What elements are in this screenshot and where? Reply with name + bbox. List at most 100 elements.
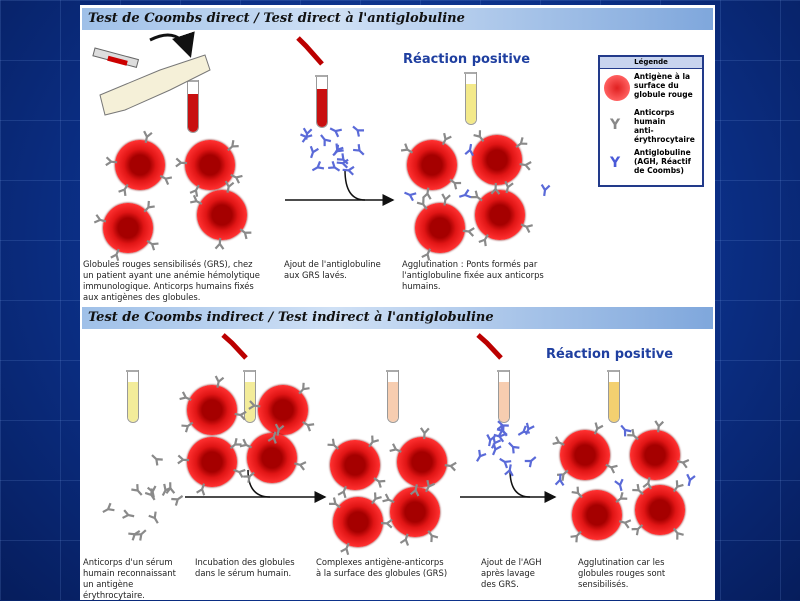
red-blood-cell bbox=[415, 203, 465, 253]
antiglobulin-legend-icon: Y bbox=[610, 155, 621, 171]
antibody-icon bbox=[239, 438, 253, 449]
antibody-icon bbox=[189, 184, 200, 197]
antibody-icon bbox=[234, 410, 247, 421]
antibody-icon bbox=[504, 180, 514, 194]
antigen-legend-icon bbox=[604, 75, 630, 101]
antiglobulin-icon bbox=[492, 442, 502, 456]
antibody-icon bbox=[618, 519, 632, 529]
antibody-icon bbox=[441, 193, 451, 206]
antibody-icon bbox=[294, 461, 307, 471]
red-blood-cell bbox=[187, 385, 237, 435]
curved-arrow-icon bbox=[149, 31, 195, 58]
antibody-icon bbox=[520, 223, 533, 233]
legend-box: Légende Antigène à la surface du globule… bbox=[598, 55, 704, 187]
antibody-icon bbox=[371, 492, 382, 505]
red-blood-cell bbox=[397, 437, 447, 487]
antibody-icon bbox=[400, 143, 414, 154]
direct-caption-1: Globules rouges sensibilisés (GRS), chez… bbox=[83, 259, 260, 302]
antibody-icon bbox=[143, 130, 153, 143]
antibody-icon bbox=[93, 214, 107, 224]
red-blood-cell bbox=[407, 140, 457, 190]
antibody-icon bbox=[151, 454, 163, 466]
antiglobulin-icon bbox=[614, 478, 624, 492]
legend-title: Légende bbox=[600, 57, 702, 69]
antibody-icon bbox=[631, 524, 644, 536]
antiglobulin-icon bbox=[309, 145, 319, 159]
antibody-icon bbox=[421, 248, 432, 261]
antiglobulin-icon bbox=[504, 464, 514, 477]
antiglobulin-icon bbox=[342, 165, 355, 176]
red-blood-cell bbox=[472, 135, 522, 185]
antibody-icon bbox=[239, 228, 252, 240]
test-tube bbox=[607, 370, 620, 423]
red-blood-cell bbox=[247, 433, 297, 483]
antiglobulin-icon bbox=[686, 473, 696, 487]
antibody-icon bbox=[302, 421, 315, 432]
antibody-icon bbox=[143, 200, 155, 213]
dropper-icon bbox=[221, 333, 248, 360]
antiglobulin-icon bbox=[490, 436, 502, 449]
antiglobulin-icon bbox=[352, 125, 365, 137]
antibody-icon bbox=[190, 194, 203, 205]
antibody-icon bbox=[490, 182, 501, 195]
antiglobulin-icon bbox=[336, 158, 349, 169]
antibody-icon bbox=[632, 483, 644, 496]
antibody-icon bbox=[676, 458, 690, 469]
antibody-icon bbox=[419, 427, 430, 440]
red-blood-cell bbox=[115, 140, 165, 190]
indirect-caption-3: Complexes antigène-anticorps à la surfac… bbox=[316, 557, 448, 578]
test-tube bbox=[497, 370, 510, 423]
test-tube bbox=[315, 75, 328, 128]
antibody-icon bbox=[473, 130, 485, 143]
antibody-icon bbox=[128, 530, 141, 541]
antibody-icon bbox=[672, 480, 684, 493]
antibody-icon bbox=[159, 174, 173, 185]
antibody-icon bbox=[425, 479, 436, 493]
antibody-icon bbox=[267, 431, 277, 444]
antibody-legend-icon: Y bbox=[610, 117, 621, 133]
antiglobulin-icon bbox=[524, 456, 537, 468]
antibody-icon bbox=[382, 493, 395, 504]
antibody-icon bbox=[146, 485, 157, 498]
legend-item-antigen: Antigène à la surface du globule rouge bbox=[634, 72, 693, 99]
test-tube bbox=[386, 370, 399, 423]
antiglobulin-icon bbox=[499, 457, 512, 469]
antibody-icon bbox=[642, 477, 652, 490]
antibody-icon bbox=[248, 400, 261, 410]
antibody-icon bbox=[552, 436, 565, 446]
arrow-curve-icon bbox=[247, 469, 271, 498]
antibody-icon bbox=[399, 533, 410, 546]
arrow-curve-icon bbox=[344, 169, 366, 201]
antibody-icon bbox=[177, 454, 190, 465]
arm-icon bbox=[99, 54, 211, 116]
arrow-curve-icon bbox=[509, 469, 531, 498]
antibody-icon bbox=[593, 422, 604, 435]
antibody-icon bbox=[179, 391, 192, 402]
antibody-icon bbox=[672, 527, 684, 540]
red-blood-cell bbox=[187, 437, 237, 487]
indirect-caption-2: Incubation des globules dans le sérum hu… bbox=[195, 557, 295, 578]
antibody-icon bbox=[274, 423, 285, 436]
direct-reaction-label: Réaction positive bbox=[403, 52, 531, 67]
antibody-icon bbox=[105, 156, 118, 167]
antibody-icon bbox=[570, 530, 582, 543]
antibody-icon bbox=[327, 438, 340, 450]
antiglobulin-icon bbox=[404, 191, 417, 202]
antibody-icon bbox=[416, 197, 428, 210]
antiglobulin-icon bbox=[332, 144, 344, 157]
antiglobulin-icon bbox=[554, 473, 565, 486]
antiglobulin-icon bbox=[493, 433, 506, 443]
antibody-icon bbox=[243, 471, 255, 483]
indirect-caption-4: Ajout de l'AGH après lavage des GRS. bbox=[481, 557, 542, 589]
indirect-caption-5: Agglutination car les globules rouges so… bbox=[578, 557, 666, 589]
antibody-icon bbox=[519, 161, 532, 171]
antibody-icon bbox=[515, 137, 528, 148]
antibody-icon bbox=[462, 227, 475, 237]
antiglobulin-icon bbox=[524, 422, 535, 436]
antibody-icon bbox=[449, 178, 462, 190]
antibody-icon bbox=[368, 435, 380, 448]
antiglobulin-icon bbox=[311, 161, 325, 172]
legend-item-antibody: Anticorps humain anti- érythrocytaire bbox=[634, 108, 695, 144]
antibody-icon bbox=[110, 248, 120, 262]
test-tube bbox=[186, 80, 199, 133]
